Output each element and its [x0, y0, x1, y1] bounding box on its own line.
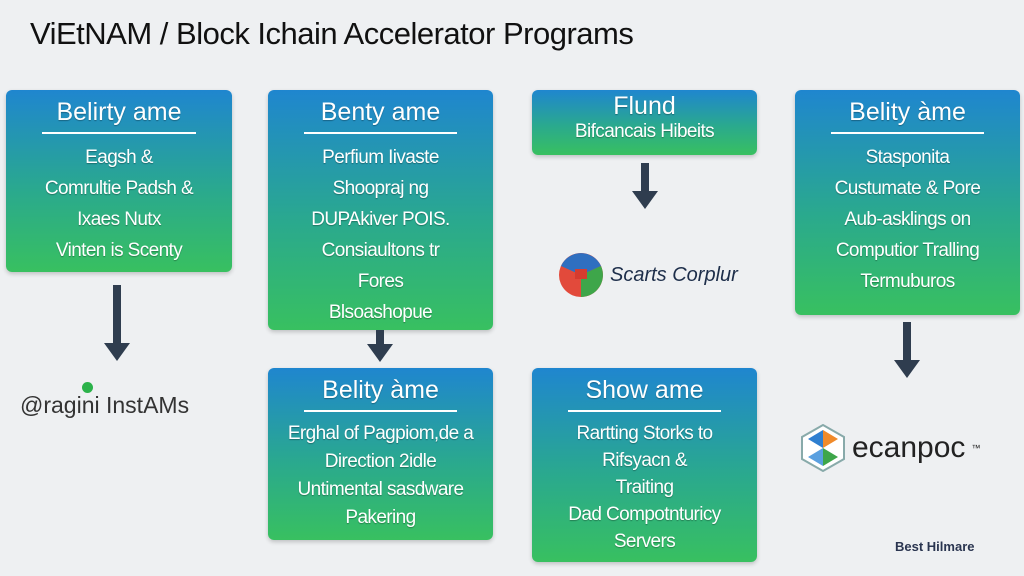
box-line: Direction 2idle [324, 451, 437, 472]
program-box-3: Flund Bifcancais Hibeits [532, 90, 757, 155]
ecanpoc-logo: ecanpoc ™ [800, 424, 980, 472]
arrow-down-icon [894, 322, 920, 378]
arrow-down-icon [104, 285, 130, 361]
box-line: Blsoashopue [328, 302, 433, 323]
box-line: Rifsyacn & [602, 450, 687, 471]
box-line: Computior Tralling [835, 240, 980, 261]
box-line: Rartting Storks to [576, 423, 714, 444]
box-line: Eagsh & [85, 147, 153, 168]
box-line: Ixaes Nutx [77, 209, 161, 230]
box-line: Fores [357, 271, 404, 292]
box-title: Flund [613, 92, 676, 120]
box-line: Comrultie Padsh & [44, 178, 194, 199]
box-line: Untimental sasdware [297, 479, 464, 500]
divider [831, 132, 984, 134]
box-line: Vinten is Scenty [55, 240, 183, 261]
footer-logo: Best Hilmare [895, 539, 974, 554]
box-title: Belity àme [322, 376, 439, 404]
logo-text: Best Hilmare [895, 539, 975, 554]
box-line: Bifcancais Hibeits [574, 121, 715, 142]
box-line: Aub-asklings on [844, 209, 971, 230]
hexagon-logo-icon [801, 424, 845, 472]
box-title: Benty ame [320, 98, 441, 126]
program-box-5: Belity àme Erghal of Pagpiom,de a Directi… [268, 368, 493, 540]
box-line: Erghal of Pagpiom,de a [287, 423, 474, 444]
trademark: ™ [971, 443, 981, 453]
logo-text: Scarts Corplur [610, 263, 738, 286]
page-title: ViEtNAM / Block Ichain Accelerator Progr… [30, 16, 634, 51]
globe-logo-icon [559, 253, 603, 297]
box-title: Show ame [585, 376, 704, 404]
box-line: DUPAkiver POIS. [311, 209, 450, 230]
box-title: Belity àme [849, 98, 966, 126]
box-line: Termuburos [860, 271, 955, 292]
box-title: Belirty ame [56, 98, 182, 126]
scarts-corplur-logo: Scarts Corplur [558, 252, 738, 298]
arrow-down-icon [367, 330, 393, 362]
logo-text: ecanpoc [852, 431, 966, 464]
box-line: Servers [613, 531, 676, 552]
box-line: Shoopraj ng [332, 178, 429, 199]
arrow-down-icon [632, 163, 658, 209]
box-line: Dad Compotnturicy [568, 504, 721, 525]
box-line: Stasponita [865, 147, 950, 168]
box-line: Custumate & Pore [834, 178, 981, 199]
program-box-1: Belirty ame Eagsh & Comrultie Padsh & Ixae… [6, 90, 232, 272]
box-line: Perfium Iivaste [322, 147, 439, 168]
logo-text: @ragini InstAMs [20, 392, 190, 418]
divider [304, 132, 457, 134]
dot-icon [82, 382, 93, 393]
divider [304, 410, 457, 412]
divider [42, 132, 196, 134]
box-line: Pakering [345, 507, 416, 528]
box-line: Traiting [615, 477, 674, 498]
program-box-6: Show ame Rartting Storks to Rifsyacn & Tra… [532, 368, 757, 562]
box-line: Consiaultons tr [321, 240, 440, 261]
ragini-logo: @ragini InstAMs [20, 382, 189, 419]
divider [568, 410, 721, 412]
